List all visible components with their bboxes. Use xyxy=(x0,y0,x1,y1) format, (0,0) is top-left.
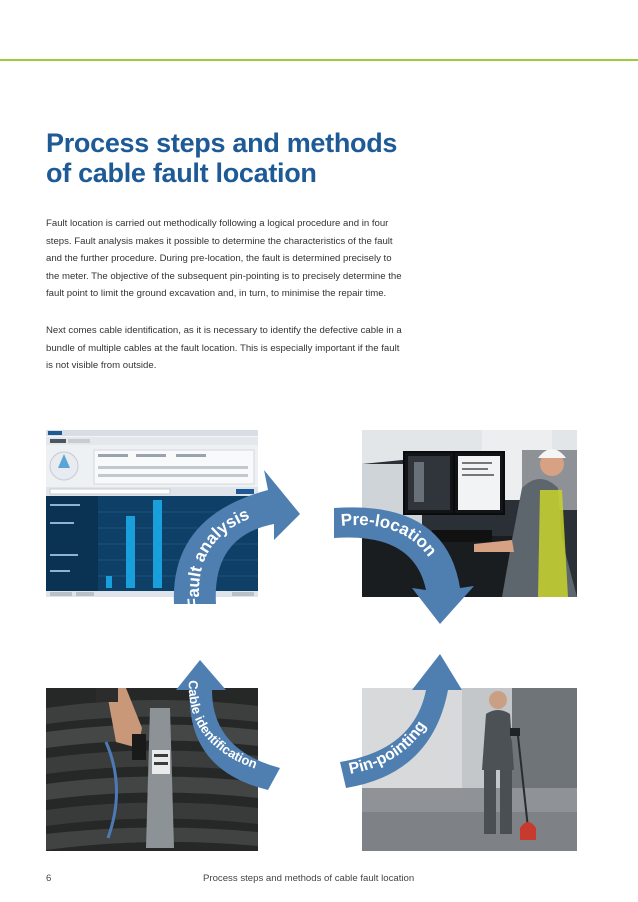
title-line-2: of cable fault location xyxy=(46,158,317,188)
intro-paragraph: Fault location is carried out methodical… xyxy=(46,218,402,300)
cable-identification-photo xyxy=(46,688,258,851)
fault-analysis-software-photo xyxy=(46,430,258,597)
page-number: 6 xyxy=(46,873,52,884)
title-line-1: Process steps and methods xyxy=(46,128,398,158)
pin-pointing-photo xyxy=(362,688,577,851)
identification-paragraph: Next comes cable identification, as it i… xyxy=(46,325,402,372)
pre-location-photo xyxy=(362,430,577,597)
header-rule xyxy=(0,59,638,61)
running-footer-title: Process steps and methods of cable fault… xyxy=(203,873,415,884)
page-title: Process steps and methods of cable fault… xyxy=(46,128,397,188)
